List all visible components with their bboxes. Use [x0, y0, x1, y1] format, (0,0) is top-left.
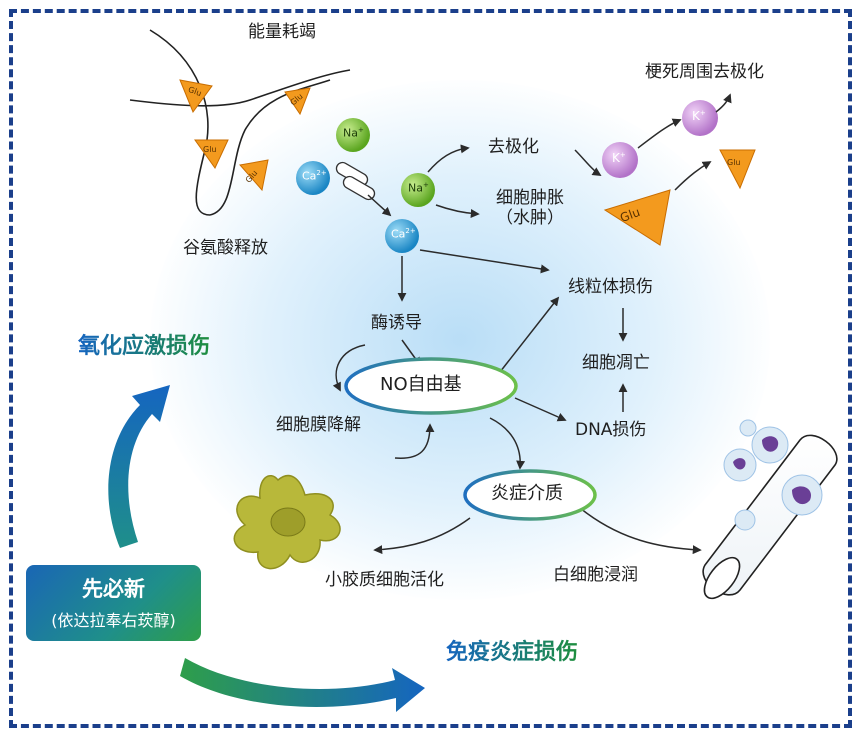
label-leukocyte-infiltration: 白细胞浸润 [553, 565, 638, 585]
arrow-na-to-depol [427, 144, 470, 173]
arrow-inflam-to-microglia [373, 517, 471, 555]
arrow-no-to-dna [514, 397, 567, 422]
glu-triangle-3 [194, 139, 229, 169]
no-ellipse [344, 357, 518, 415]
drug-generic-name: (依达拉奉右莰醇) [51, 611, 176, 630]
ca-ion-1 [296, 161, 330, 195]
label-no-free-radical: NO自由基 [380, 374, 462, 395]
glu-triangle-4 [239, 159, 269, 192]
label-peri-infarct-depolarization: 梗死周围去极化 [645, 62, 764, 82]
ca-ion-2 [385, 219, 419, 253]
ca-ion-1-label: Ca2+ [302, 169, 327, 183]
glu-triangle-1 [179, 79, 213, 114]
synapse-membrane-left [149, 29, 211, 216]
label-oxidative-stress: 氧化应激损伤 [78, 328, 210, 360]
microglia-cell-icon [233, 474, 341, 570]
na-ion-1 [336, 118, 370, 152]
label-apoptosis: 细胞凋亡 [582, 353, 650, 373]
synapse-membrane-top [129, 69, 351, 107]
k-ion-2 [682, 100, 718, 136]
frame-border [9, 9, 852, 728]
label-cell-swelling-text: 细胞肿胀 [496, 188, 564, 208]
arrow-k-to-k [637, 118, 682, 149]
label-cell-swelling: 细胞肿胀 （水肿） [486, 188, 574, 229]
glu-label-6: Glu [727, 158, 741, 167]
glu-label-3: Glu [203, 145, 217, 154]
ion-channel-icon [335, 161, 376, 201]
arrow-depol-to-k [574, 149, 602, 176]
oxidative-stress-arrow [108, 385, 170, 548]
arrow-membrane-loop [394, 423, 435, 459]
label-membrane-degradation: 细胞膜降解 [276, 415, 361, 435]
arrow-no-to-mito [499, 296, 560, 373]
k-ion-1 [602, 142, 638, 178]
arrow-glu-to-glu [674, 161, 712, 191]
synapse-membrane-right [209, 79, 331, 216]
label-energy-depletion: 能量耗竭 [248, 22, 316, 42]
ca-ion-2-label: Ca2+ [391, 227, 416, 241]
drug-name: 先必新 [82, 577, 145, 601]
na-ion-1-label: Na+ [343, 126, 364, 140]
label-mitochondrial-damage: 线粒体损伤 [568, 277, 653, 297]
k-ion-1-label: K+ [612, 151, 626, 165]
label-immune-inflammatory: 免疫炎症损伤 [446, 634, 578, 666]
label-glutamate-release: 谷氨酸释放 [183, 238, 268, 258]
k-ion-2-label: K+ [692, 109, 706, 123]
arrow-no-loop-left [332, 344, 366, 392]
na-ion-2 [401, 173, 435, 207]
label-edema-text: （水肿） [496, 208, 564, 229]
immune-inflammatory-arrow [180, 658, 425, 712]
label-depolarization: 去极化 [488, 137, 539, 157]
leukocyte-cells-icon [723, 419, 823, 531]
label-microglia-activation: 小胶质细胞活化 [325, 570, 444, 590]
glu-triangle-6 [719, 149, 756, 190]
arrow-inflam-to-leukocyte [579, 507, 702, 555]
label-dna-damage: DNA损伤 [575, 420, 647, 440]
drug-box: 先必新 (依达拉奉右莰醇) [26, 565, 201, 641]
arrow-ca-to-mito [419, 249, 550, 274]
label-enzyme-induction: 酶诱导 [371, 313, 422, 333]
arrow-no-to-inflam [489, 417, 526, 470]
arrow-k-to-peri [715, 93, 732, 113]
label-inflammatory-mediators: 炎症介质 [491, 483, 563, 504]
arrow-channel-to-ca [367, 194, 392, 217]
glu-triangle-2 [284, 87, 311, 116]
glu-triangle-5 [603, 189, 671, 246]
na-ion-2-label: Na+ [408, 181, 429, 195]
inflam-ellipse [463, 469, 597, 521]
arrow-na-to-swelling [435, 204, 480, 219]
